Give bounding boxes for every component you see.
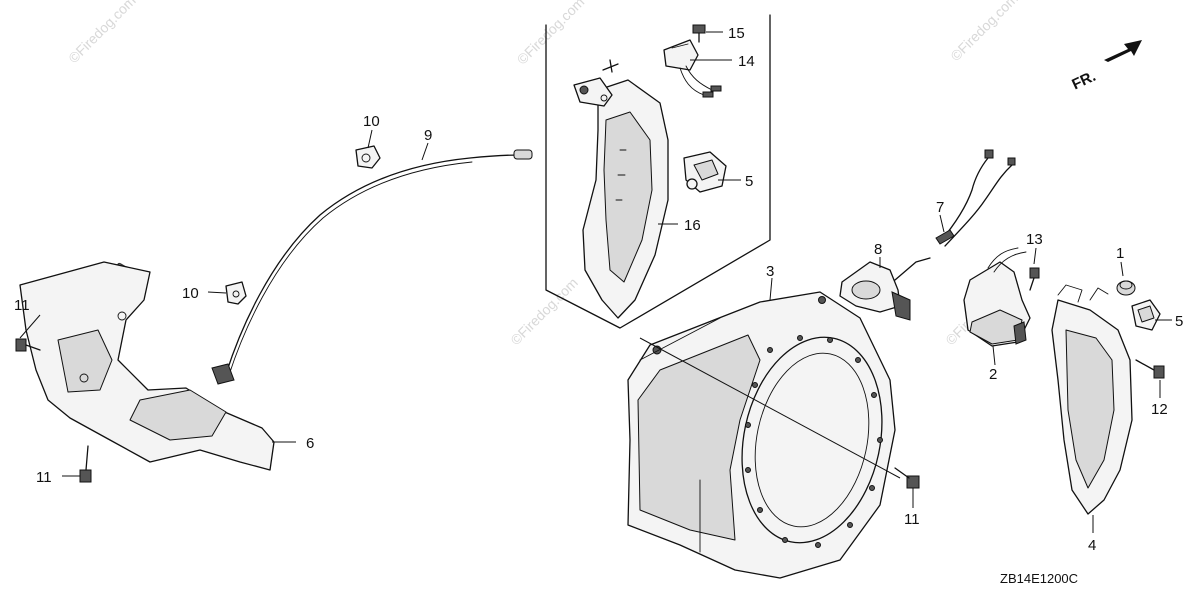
part-3-fan-cover xyxy=(627,291,896,579)
part-11-bolt-left-lower xyxy=(79,445,92,483)
callout-10-lower: 10 xyxy=(182,285,199,302)
callout-9: 9 xyxy=(424,127,432,144)
callout-7: 7 xyxy=(936,199,944,216)
part-1-grommet xyxy=(1116,280,1136,296)
callout-15: 15 xyxy=(728,25,745,42)
callout-14: 14 xyxy=(738,53,755,70)
callout-11-left-lower: 11 xyxy=(36,469,52,486)
callout-3: 3 xyxy=(766,263,774,280)
callout-labels: 1 2 3 4 5 5 6 7 8 9 10 10 11 11 11 12 13… xyxy=(14,25,1183,554)
watermark: ©Firedog.com xyxy=(514,0,588,67)
watermark: ©Firedog.com xyxy=(65,0,139,66)
callout-10-upper: 10 xyxy=(363,113,380,130)
callout-6: 6 xyxy=(306,435,314,452)
watermark: ©Firedog.com xyxy=(947,0,1021,64)
part-4-side-shroud xyxy=(1051,284,1133,515)
inset-frame xyxy=(545,14,771,329)
callout-13: 13 xyxy=(1026,231,1043,248)
callout-2: 2 xyxy=(989,366,997,383)
callout-11-left-upper: 11 xyxy=(14,297,30,314)
part-5-clip-lower xyxy=(1131,299,1161,331)
callout-5-lower: 5 xyxy=(1175,313,1183,330)
part-16-cover xyxy=(573,59,669,319)
callout-11-center: 11 xyxy=(904,511,920,528)
callout-4: 4 xyxy=(1088,537,1096,554)
part-10-clamp-lower xyxy=(225,281,247,305)
part-15-bolt xyxy=(692,24,706,43)
part-8-grommet xyxy=(839,257,931,321)
part-13-bolt xyxy=(1029,267,1040,291)
part-11-bolt-center xyxy=(894,467,920,489)
callout-5-upper: 5 xyxy=(745,173,753,190)
callout-16: 16 xyxy=(684,217,701,234)
callout-12: 12 xyxy=(1151,401,1168,418)
part-12-bolt xyxy=(1135,359,1165,379)
diagram-code: ZB14E1200C xyxy=(1000,571,1078,586)
part-6-bracket xyxy=(19,261,275,471)
leader-lines xyxy=(19,31,1172,533)
arrow-icon xyxy=(1104,40,1142,62)
part-9-cable xyxy=(211,149,533,385)
part-2-oil-switch xyxy=(963,247,1031,347)
part-5-clip-upper xyxy=(683,151,727,193)
part-14-switch xyxy=(663,39,722,98)
fr-label: FR. xyxy=(1069,68,1098,94)
part-10-clamp-upper xyxy=(355,145,381,169)
callout-8: 8 xyxy=(874,241,882,258)
front-direction-indicator: FR. xyxy=(1069,40,1142,93)
part-7-wire-harness xyxy=(935,149,1016,247)
callout-1: 1 xyxy=(1116,245,1124,262)
part-11-bolt-left-upper xyxy=(15,338,41,352)
watermark: ©Firedog.com xyxy=(507,274,581,348)
